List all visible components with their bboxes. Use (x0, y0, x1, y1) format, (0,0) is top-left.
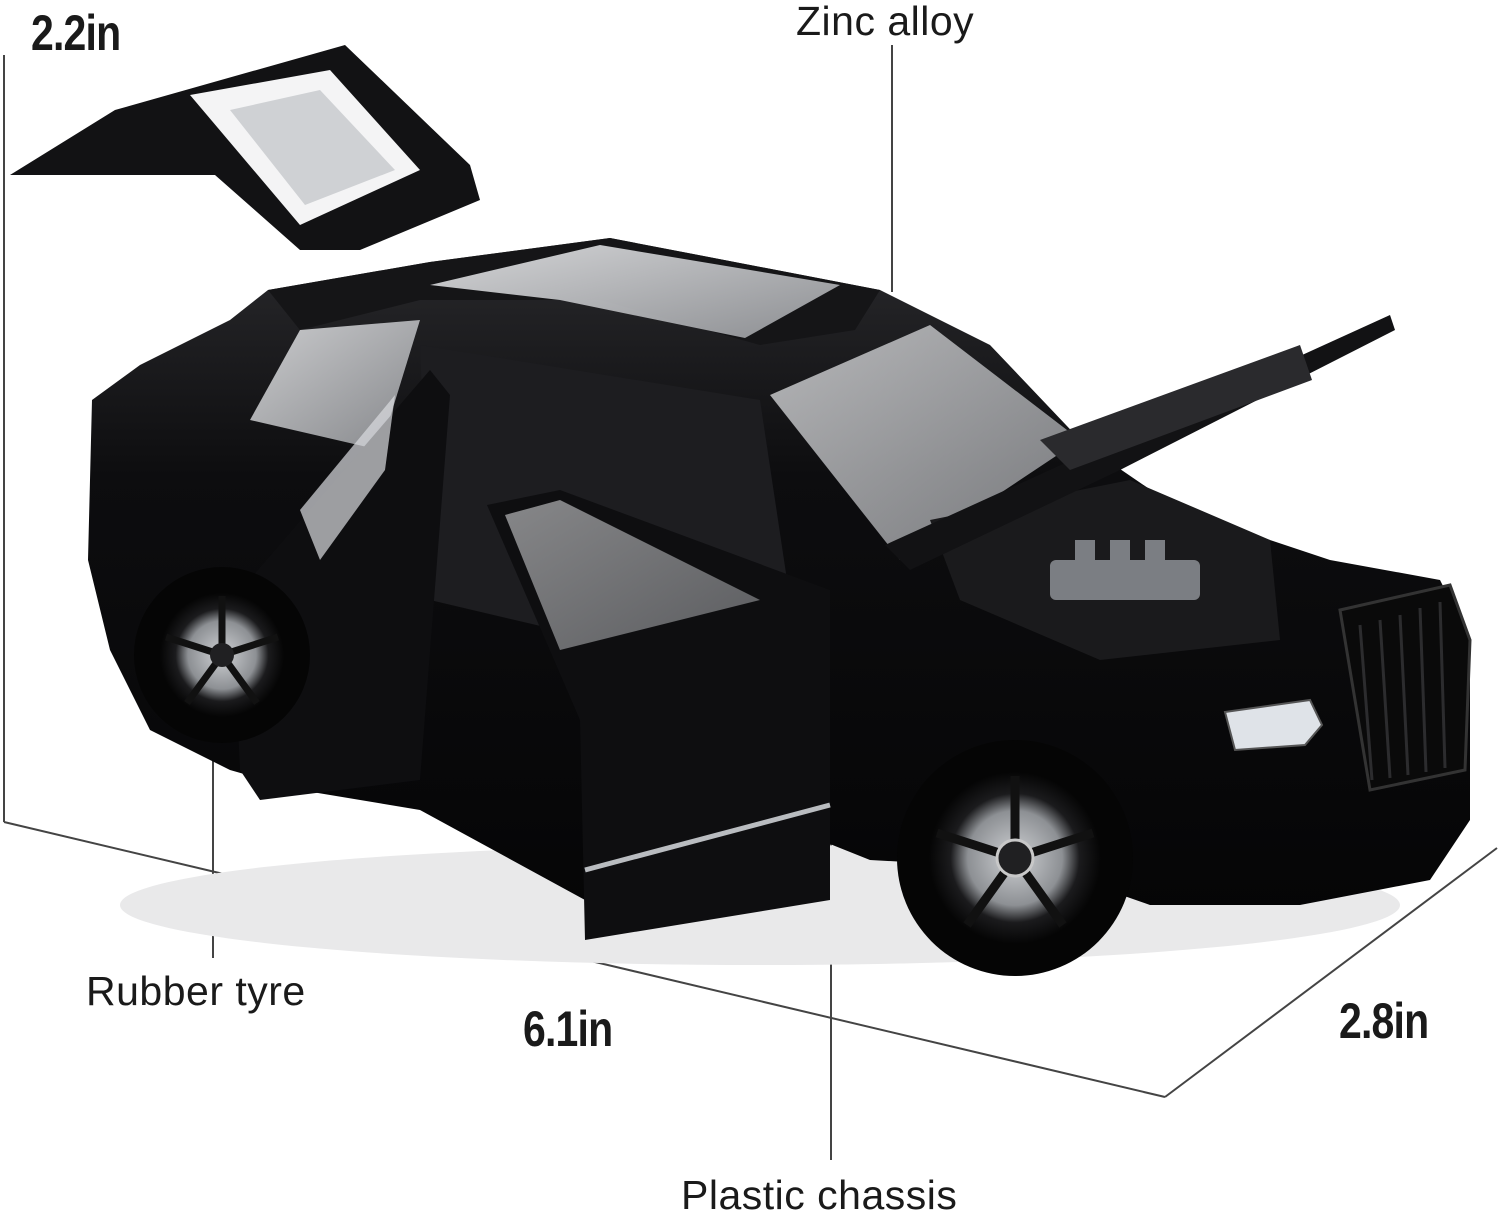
rubber-tyre-label: Rubber tyre (86, 968, 306, 1014)
car-body (10, 45, 1472, 940)
height-dimension: 2.2in (31, 5, 121, 61)
width-dimension: 2.8in (1339, 993, 1429, 1049)
front-wheel (897, 740, 1133, 976)
zinc-alloy-label: Zinc alloy (796, 0, 975, 44)
length-dimension: 6.1in (523, 1001, 613, 1057)
rear-wheel (134, 567, 310, 743)
plastic-chassis-label: Plastic chassis (681, 1172, 958, 1218)
